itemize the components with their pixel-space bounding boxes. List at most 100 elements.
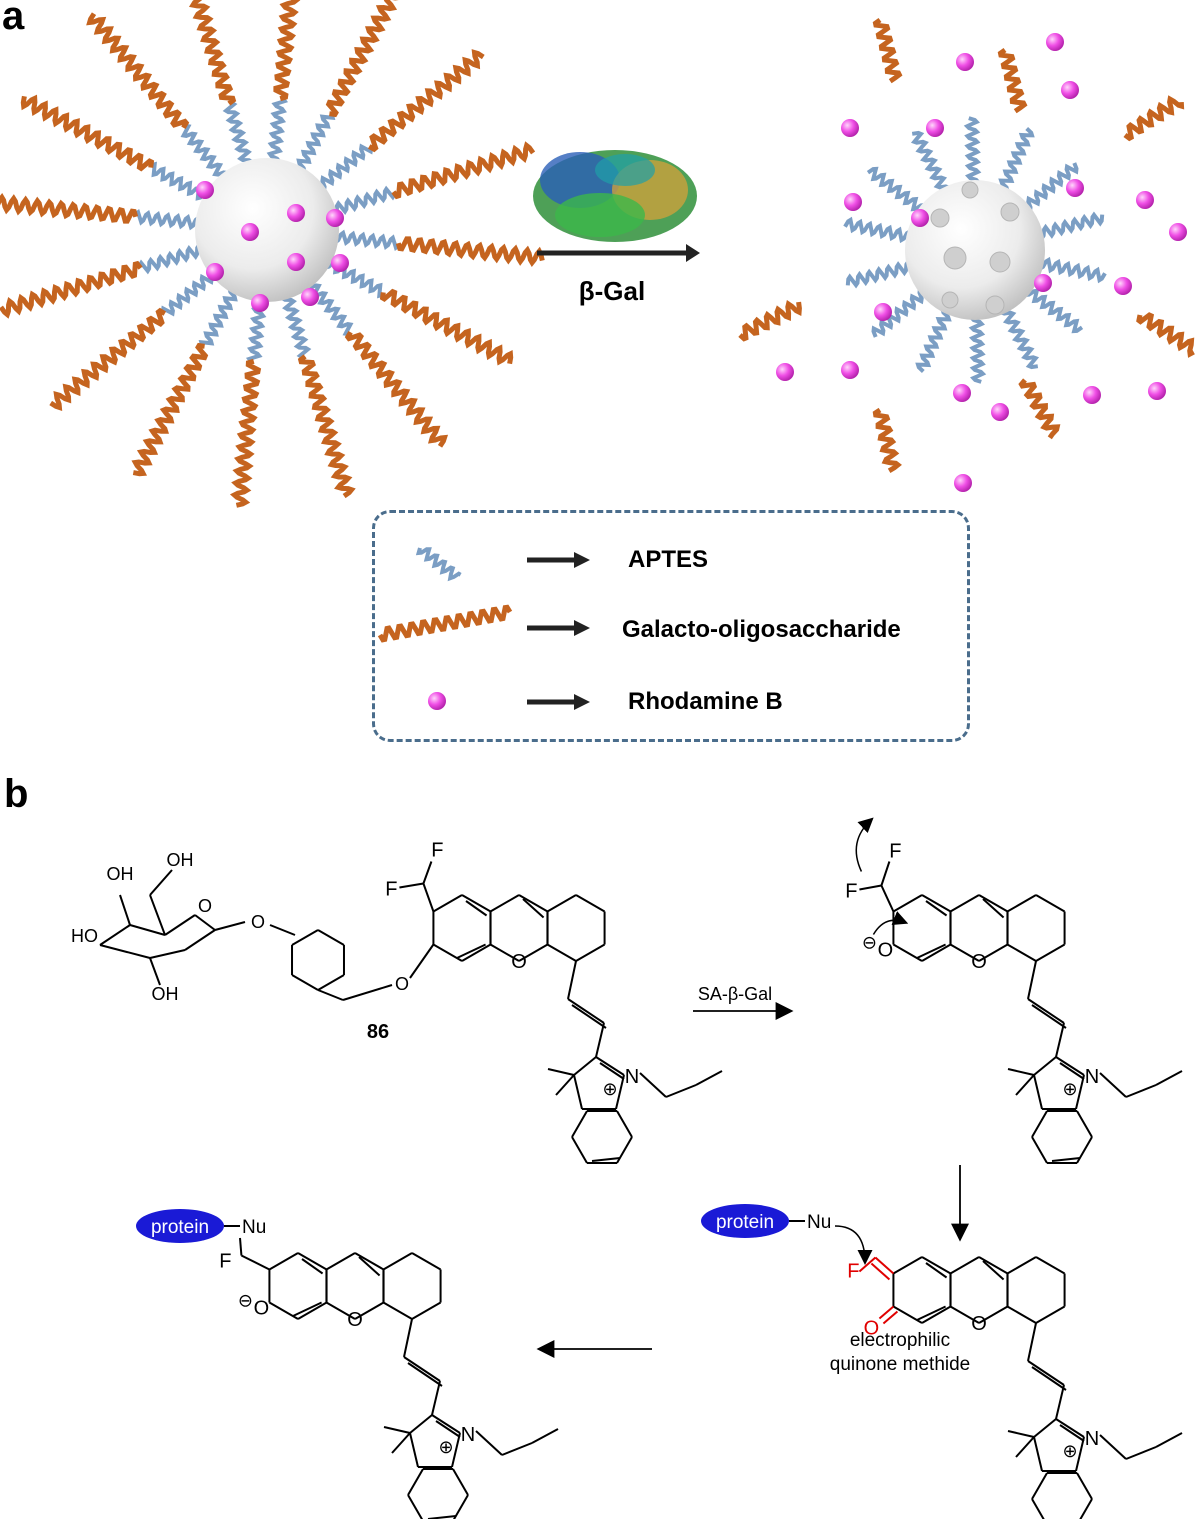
quinone-label-line2: quinone methide — [830, 1354, 971, 1375]
rhodamine-dot — [287, 253, 305, 271]
atom-label: O — [511, 951, 527, 973]
galacto-fragment — [997, 47, 1028, 114]
bond — [1007, 1430, 1035, 1438]
bond — [616, 1110, 633, 1138]
bond — [616, 1136, 633, 1164]
bond — [451, 1432, 461, 1468]
bond — [149, 949, 186, 959]
aptes-chain — [222, 101, 255, 167]
bond — [269, 924, 296, 936]
bond — [982, 898, 1005, 919]
bond — [1031, 1498, 1045, 1519]
bond — [240, 1254, 270, 1271]
rhodamine-dot — [841, 361, 859, 379]
bond — [1079, 1498, 1093, 1519]
protein-nu-right: protein Nu — [701, 1204, 831, 1238]
bond — [892, 1256, 923, 1275]
atom-label: F — [889, 841, 901, 863]
atom-label: O — [251, 912, 265, 932]
galacto-fragment — [872, 407, 902, 473]
bond — [411, 1252, 442, 1271]
bond — [978, 943, 1009, 962]
aptes-chain — [968, 314, 987, 384]
bond — [1006, 1256, 1037, 1275]
bond — [573, 1074, 583, 1110]
bond — [571, 1110, 588, 1138]
legend-rhodamine-label: Rhodamine B — [628, 688, 783, 715]
aptes-chain — [160, 267, 216, 317]
bond — [949, 1305, 980, 1324]
sphere-pore — [943, 246, 967, 270]
aptes-chain — [266, 97, 289, 165]
rhodamine-dot — [956, 53, 974, 71]
atom-label: O — [395, 974, 409, 994]
aptes-chain — [332, 229, 400, 252]
bond — [325, 1252, 356, 1271]
rhodamine-dot — [844, 193, 862, 211]
quinone-label-line1: electrophilic — [850, 1330, 950, 1351]
bond — [403, 1356, 441, 1382]
bond — [184, 929, 216, 951]
bond — [921, 894, 952, 913]
bond — [432, 894, 463, 913]
atom-label: O — [971, 951, 987, 973]
bond — [99, 924, 131, 946]
bond — [591, 1156, 621, 1162]
bond — [268, 1252, 299, 1271]
galacto-chain — [0, 192, 139, 224]
rhodamine-dot — [326, 209, 344, 227]
bond — [949, 894, 980, 913]
aptes-chain — [998, 307, 1040, 370]
sphere-pore — [1000, 202, 1020, 222]
bond — [1006, 1305, 1037, 1324]
galacto-chain — [325, 0, 399, 118]
aptes-chain — [915, 307, 952, 373]
bond — [354, 1252, 385, 1271]
aptes-chain — [134, 208, 202, 231]
bond — [874, 1256, 895, 1275]
bond — [916, 943, 947, 959]
bond — [978, 1305, 1009, 1324]
bond — [1055, 1022, 1065, 1058]
atom-label: N — [461, 1424, 475, 1446]
bond — [1076, 1110, 1093, 1138]
bond — [409, 1414, 433, 1434]
rhodamine-dot — [1066, 179, 1084, 197]
bond — [1006, 943, 1037, 962]
bond — [1059, 1424, 1085, 1442]
galacto-chain — [86, 12, 190, 130]
bond — [427, 1514, 457, 1519]
bond — [164, 914, 196, 936]
protein-nu-bottom-left: protein Nu — [136, 1209, 266, 1243]
bond — [317, 989, 344, 1001]
bond — [1027, 960, 1037, 1000]
beta-gal-enzyme-icon — [533, 150, 697, 242]
bond — [1075, 1436, 1085, 1472]
aptes-chain — [843, 216, 913, 244]
bond — [921, 1256, 952, 1275]
atom-label: N — [625, 1066, 639, 1088]
bond — [573, 1056, 597, 1076]
bond — [1031, 1472, 1048, 1500]
bond — [239, 1237, 243, 1256]
svg-text:protein: protein — [151, 1217, 209, 1238]
atom-label: O — [198, 896, 212, 916]
bond — [129, 924, 166, 936]
bond — [1015, 1074, 1035, 1096]
bond — [1099, 1434, 1127, 1460]
rhodamine-dot — [776, 363, 794, 381]
bond — [1155, 1070, 1183, 1086]
bond — [892, 894, 923, 913]
galacto-chain — [391, 141, 536, 200]
bond — [358, 1256, 381, 1277]
aptes-chain — [845, 258, 913, 289]
bond — [99, 944, 151, 959]
bond — [595, 1022, 605, 1058]
bond — [291, 929, 319, 946]
bond — [301, 1258, 324, 1275]
atom-label: OH — [152, 984, 179, 1004]
rhodamine-dot — [911, 209, 929, 227]
atom-label: HO — [71, 926, 98, 946]
atom-label: F — [385, 879, 397, 901]
atom-label: OH — [107, 864, 134, 884]
